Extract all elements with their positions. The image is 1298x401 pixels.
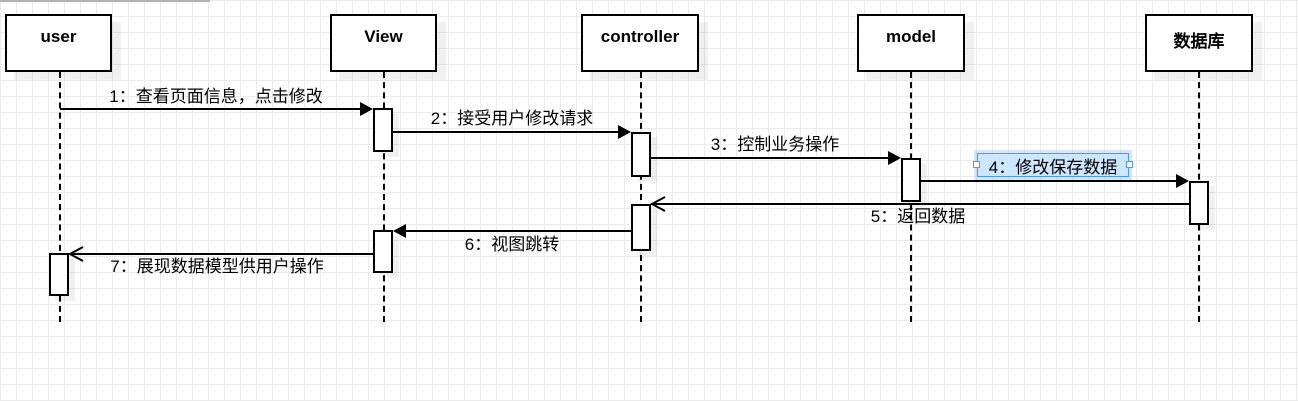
activation-view-2[interactable] [373,230,393,273]
actor-label-user: user [40,27,77,46]
activation-database-1[interactable] [1189,181,1209,225]
message-label-1[interactable]: 1：查看页面信息，点击修改 [109,87,323,106]
activation-controller-1[interactable] [631,132,651,177]
actor-label-view: View [364,27,403,46]
lifeline-user[interactable] [59,72,61,322]
actor-box-model[interactable]: model [857,14,965,72]
message-line-7[interactable] [69,253,373,255]
message-line-4[interactable] [921,180,1178,182]
actor-label-database: 数据库 [1173,32,1225,51]
message-line-5[interactable] [651,203,1189,205]
message-label-4-text: 4：修改保存数据 [988,157,1118,177]
filled-arrowhead-icon [1176,174,1189,188]
canvas-top-edge-line [0,0,210,2]
open-arrowhead-icon [67,246,84,262]
filled-arrowhead-icon [360,102,373,116]
actor-box-controller[interactable]: controller [581,14,699,72]
activation-controller-2[interactable] [631,204,651,251]
actor-label-controller: controller [600,27,680,46]
actor-box-view[interactable]: View [330,14,437,72]
message-line-6[interactable] [404,230,631,232]
message-label-6[interactable]: 6：视图跳转 [464,235,560,254]
actor-box-user[interactable]: user [5,14,112,72]
message-line-2[interactable] [393,131,620,133]
filled-arrowhead-icon [618,125,631,139]
lifeline-controller[interactable] [640,72,642,322]
lifeline-view[interactable] [383,72,385,322]
message-line-1[interactable] [60,108,362,110]
open-arrowhead-icon [649,196,666,212]
filled-arrowhead-icon [888,151,901,165]
selection-handle-left[interactable] [973,161,980,168]
selection-handle-right[interactable] [1126,161,1133,168]
message-label-2[interactable]: 2：接受用户修改请求 [430,109,594,128]
actor-box-database[interactable]: 数据库 [1145,14,1253,72]
message-label-4-selected[interactable]: 4：修改保存数据 [973,153,1133,177]
activation-view-1[interactable] [373,108,393,152]
activation-model-1[interactable] [901,158,921,202]
activation-user-1[interactable] [49,253,69,296]
message-label-3[interactable]: 3：控制业务操作 [710,135,840,154]
message-label-7[interactable]: 7：展现数据模型供用户操作 [110,257,324,276]
filled-arrowhead-icon [393,224,406,238]
message-line-3[interactable] [651,157,890,159]
actor-label-model: model [885,27,937,46]
message-label-5[interactable]: 5：返回数据 [870,207,966,226]
